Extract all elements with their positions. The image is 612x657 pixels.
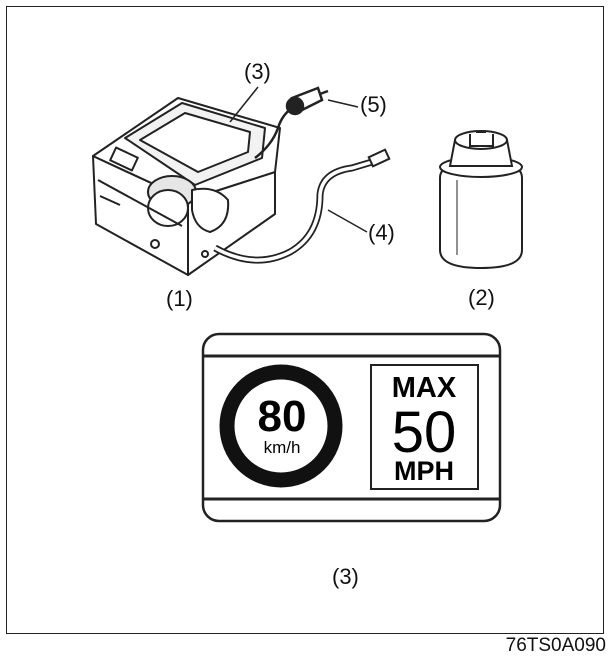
- air-hose: [213, 148, 391, 264]
- speed-limit-sticker: 80 km/h MAX 50 MPH: [201, 332, 502, 523]
- label-plug: (5): [360, 92, 387, 117]
- power-cord-with-plug: [254, 86, 329, 159]
- mph-unit: MPH: [394, 456, 454, 486]
- sealant-bottle: [439, 130, 523, 270]
- speed-limit-circle: [219, 364, 343, 488]
- leader-lines: [229, 86, 368, 233]
- max-speed-box: [370, 364, 479, 490]
- figure-frame: [6, 6, 604, 634]
- figure-code: 76TS0A090: [505, 635, 606, 656]
- max-label: MAX: [392, 372, 457, 404]
- tire-inflator-compressor: [92, 97, 281, 276]
- label-compressor-body: (3): [244, 59, 271, 84]
- label-compressor: (1): [166, 286, 193, 311]
- speed-limit-unit: km/h: [264, 438, 301, 457]
- label-bottle: (2): [468, 285, 495, 310]
- mph-value: 50: [392, 400, 457, 465]
- label-sticker: (3): [332, 564, 359, 589]
- label-hose: (4): [368, 220, 395, 245]
- speed-limit-value: 80: [258, 392, 307, 441]
